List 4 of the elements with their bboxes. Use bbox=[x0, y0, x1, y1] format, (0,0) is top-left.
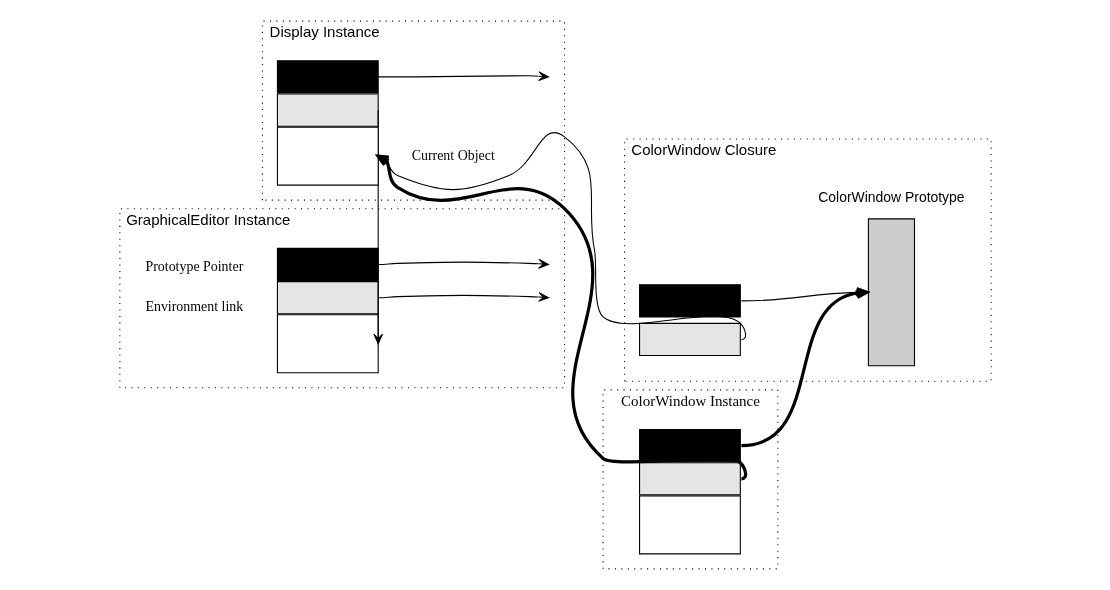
node-label: Environment link bbox=[144, 298, 243, 314]
node-label: Current Object bbox=[411, 147, 495, 163]
node-label: Prototype Pointer bbox=[144, 259, 243, 275]
node-label: ColorWindow Prototype bbox=[817, 188, 965, 205]
